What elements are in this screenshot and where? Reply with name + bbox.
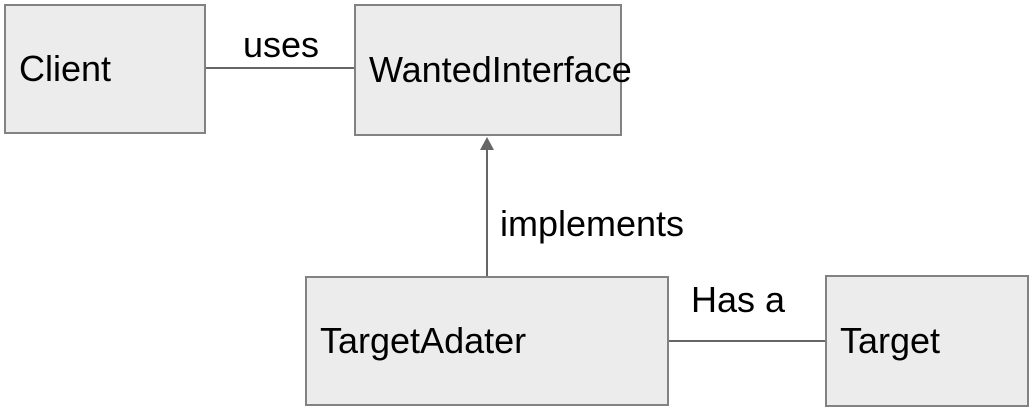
node-client-label: Client (19, 48, 112, 89)
edge-uses-label: uses (243, 24, 320, 65)
edge-has-a-line (669, 340, 825, 342)
node-target: Target (825, 275, 1029, 407)
node-target-label: Target (840, 320, 941, 361)
node-client: Client (4, 4, 206, 134)
arrow-up-icon (480, 137, 494, 150)
edge-has-a-label: Has a (691, 279, 786, 320)
node-target-adater: TargetAdater (305, 276, 669, 406)
node-wanted-interface: WantedInterface (354, 4, 632, 136)
node-target-adater-label: TargetAdater (320, 320, 527, 361)
node-wanted-interface-label: WantedInterface (369, 49, 632, 90)
edge-uses-line (206, 67, 354, 69)
edge-implements-label: implements (500, 203, 685, 244)
edge-implements-line (486, 149, 488, 276)
